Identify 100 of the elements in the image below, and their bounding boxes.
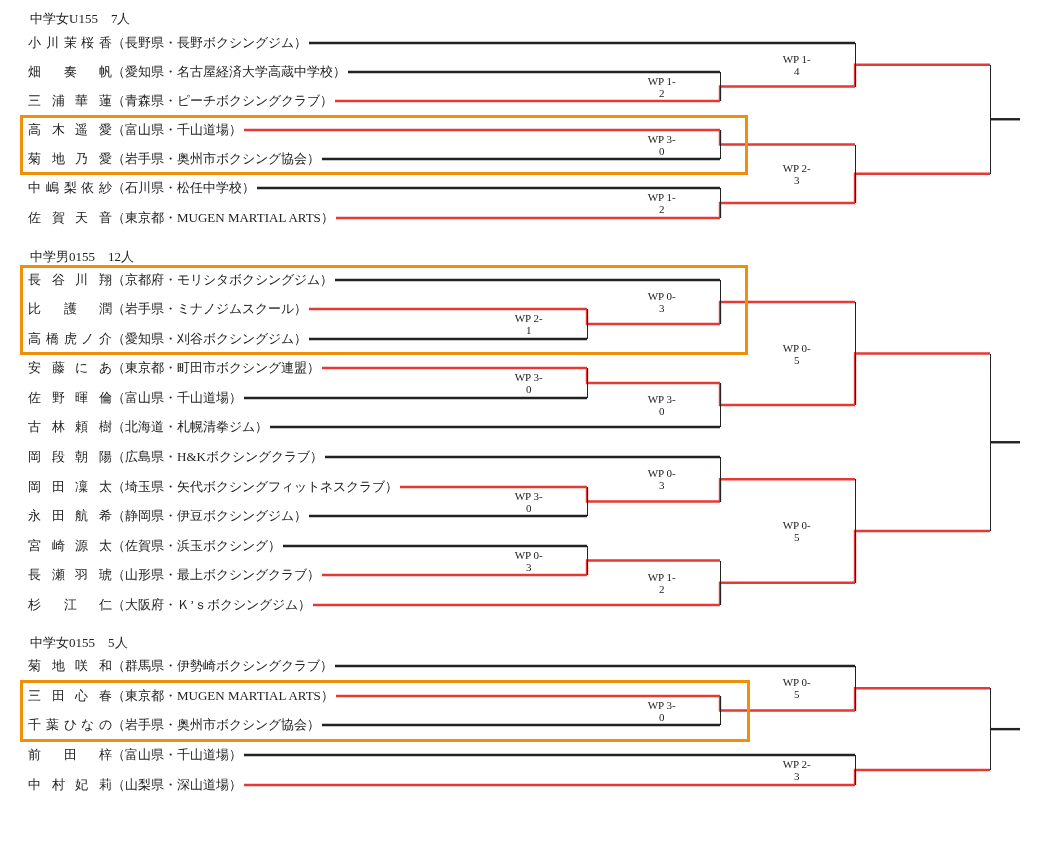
bracket-line [853, 172, 990, 203]
bracket-line [853, 529, 990, 583]
player-name: 高橋虎ノ介 [28, 330, 112, 348]
bracket-line [335, 99, 720, 103]
team-affiliation: （青森県・ピーチボクシングクラブ） [112, 92, 334, 110]
bracket-line [585, 487, 720, 503]
bracket-line [244, 783, 855, 787]
team-affiliation: （山形県・最上ボクシングクラブ） [112, 566, 321, 584]
team-affiliation: （京都府・モリシタボクシングジム） [112, 271, 334, 289]
team-affiliation: （東京都・町田市ボクシング連盟） [112, 359, 321, 377]
team-affiliation: （岩手県・奥州市ボクシング協会） [112, 150, 321, 168]
group-heading: 中学男0155 12人 [30, 248, 134, 266]
bracket-line [322, 573, 587, 577]
match-score: WP 2-3 [782, 758, 811, 782]
bracket-line [283, 544, 587, 548]
player-name: 比護潤 [28, 300, 112, 318]
match-score: WP 3-0 [647, 698, 676, 723]
match-score: WP 3-0 [514, 489, 543, 514]
team-affiliation: （東京都・MUGEN MARTIAL ARTS） [112, 687, 335, 705]
bracket-line [853, 687, 990, 711]
match-score: WP 0-3 [647, 467, 676, 492]
team-affiliation: （佐賀県・浜玉ボクシング） [112, 537, 282, 555]
team-affiliation: （山梨県・深山道場） [112, 776, 243, 794]
team-affiliation: （愛知県・名古屋経済大学高蔵中学校） [112, 63, 347, 81]
player-name: 長瀬羽琥 [28, 566, 112, 584]
player-name: 三田心春 [28, 687, 112, 705]
team-affiliation: （富山県・千山道場） [112, 389, 243, 407]
bracket-line [990, 441, 1020, 444]
player-name: 三浦華蓮 [28, 92, 112, 110]
bracket-line [718, 478, 855, 502]
player-name: 古林頼樹 [28, 418, 112, 436]
bracket-line [718, 300, 855, 324]
bracket-line [400, 485, 587, 489]
highlight-frame [20, 115, 748, 175]
player-name: 佐賀天音 [28, 209, 112, 227]
match-score: WP 1-2 [647, 570, 676, 595]
bracket-line [244, 396, 587, 400]
player-name: 安藤にあ [28, 359, 112, 377]
bracket-line [990, 727, 1020, 731]
bracket-line [325, 455, 720, 459]
bracket-line [335, 664, 855, 668]
bracket-line [244, 128, 720, 132]
bracket-line [853, 768, 990, 785]
team-affiliation: （大阪府・Ｋ’ｓボクシングジム） [112, 596, 313, 614]
player-name: 菊地咲和 [28, 657, 112, 675]
player-name: 菊地乃愛 [28, 150, 112, 168]
bracket-line [585, 559, 720, 575]
bracket-line [718, 581, 855, 605]
match-score: WP 0-5 [782, 341, 811, 366]
player-name: 高木遥愛 [28, 121, 112, 139]
match-score: WP 1-2 [647, 74, 676, 99]
team-affiliation: （東京都・MUGEN MARTIAL ARTS） [112, 209, 335, 227]
bracket-line [853, 352, 990, 405]
match-score: WP 0-5 [782, 676, 811, 701]
player-name: 小川茉桜香 [28, 34, 112, 52]
player-name: 佐野暉倫 [28, 389, 112, 407]
bracket-line [718, 130, 855, 146]
player-name: 岡段朝陽 [28, 448, 112, 466]
bracket-line [718, 383, 855, 407]
match-score: WP 1-2 [647, 191, 676, 215]
match-score: WP 0-3 [514, 548, 543, 573]
highlight-frame [20, 680, 750, 742]
player-name: 中嶋梨依紗 [28, 179, 112, 197]
team-affiliation: （静岡県・伊豆ボクシングジム） [112, 507, 308, 525]
bracket-line [348, 70, 720, 74]
bracket-line [313, 603, 720, 607]
group-heading: 中学女0155 5人 [30, 634, 128, 652]
team-affiliation: （愛知県・刈谷ボクシングジム） [112, 330, 308, 348]
player-name: 永田航希 [28, 507, 112, 525]
bracket-line [718, 85, 855, 101]
bracket-line [990, 118, 1020, 121]
match-score: WP 3-0 [514, 371, 543, 395]
bracket-line [336, 694, 720, 698]
bracket-line [322, 157, 720, 161]
group-heading: 中学女U155 7人 [30, 10, 131, 28]
bracket-line [309, 337, 587, 341]
bracket-line [335, 278, 720, 282]
player-name: 畑奏帆 [28, 63, 112, 81]
bracket-line [270, 425, 720, 429]
bracket-line [322, 366, 587, 370]
bracket-line [309, 41, 855, 45]
match-score: WP 3-0 [647, 132, 676, 157]
team-affiliation: （群馬県・伊勢崎ボクシングクラブ） [112, 657, 334, 675]
bracket-line [336, 216, 720, 220]
team-affiliation: （岩手県・ミナノジムスクール） [112, 300, 308, 318]
bracket-line [257, 186, 720, 190]
team-affiliation: （埼玉県・矢代ボクシングフィットネスクラブ） [112, 478, 399, 496]
team-affiliation: （長野県・長野ボクシングジム） [112, 34, 308, 52]
player-name: 宮崎源太 [28, 537, 112, 555]
match-score: WP 1-4 [782, 52, 811, 77]
player-name: 長谷川翔 [28, 271, 112, 289]
bracket-line [585, 368, 720, 385]
bracket-line [718, 201, 855, 218]
bracket-line [309, 307, 587, 311]
player-name: 前田梓 [28, 746, 112, 764]
match-score: WP 2-3 [782, 161, 811, 186]
player-name: 千葉ひなの [28, 716, 112, 734]
bracket-line [718, 696, 855, 712]
team-affiliation: （広島県・H&Kボクシングクラブ） [112, 448, 324, 466]
match-score: WP 2-1 [514, 312, 543, 336]
